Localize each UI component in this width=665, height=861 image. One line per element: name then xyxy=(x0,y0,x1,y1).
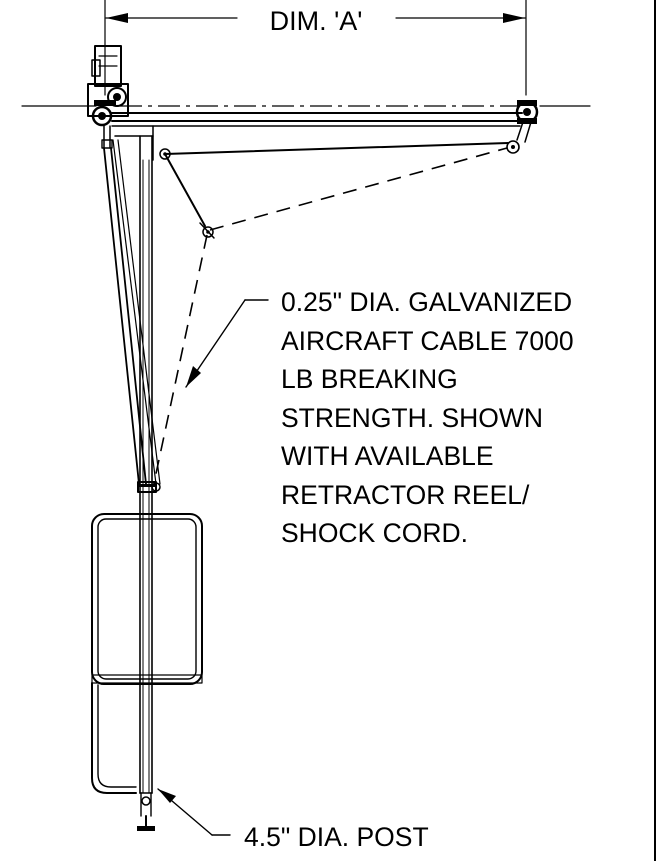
cable-callout-line-1: 0.25" DIA. GALVANIZED xyxy=(281,287,572,317)
cable-callout-leader xyxy=(185,299,269,388)
mast-bracket xyxy=(101,125,171,161)
cable-callout: 0.25" DIA. GALVANIZED AIRCRAFT CABLE 700… xyxy=(281,287,574,548)
post-callout: 4.5" DIA. POST xyxy=(244,822,429,852)
basket-cage xyxy=(91,513,203,794)
diagonal-brace xyxy=(103,139,161,485)
mast-post xyxy=(139,135,153,794)
end-trolley xyxy=(506,100,539,154)
dimension-arrow-right xyxy=(503,13,525,23)
cable-callout-line-4: STRENGTH. SHOWN xyxy=(281,403,543,433)
cable-callout-line-2: AIRCRAFT CABLE 7000 xyxy=(281,326,574,356)
boom-beam xyxy=(111,112,523,127)
cable-callout-line-3: LB BREAKING xyxy=(281,364,458,394)
motor-assembly xyxy=(87,45,129,127)
dimension-arrow-left xyxy=(106,13,128,23)
post-base xyxy=(137,792,155,831)
post-callout-leader xyxy=(157,788,231,836)
cable-callout-line-7: SHOCK CORD. xyxy=(281,518,468,548)
cable-callout-line-5: WITH AVAILABLE xyxy=(281,441,494,471)
mast-collar xyxy=(137,481,161,493)
dimension-label: DIM. 'A' xyxy=(270,6,363,36)
cable-system xyxy=(153,142,509,484)
cable-callout-line-6: RETRACTOR REEL/ xyxy=(281,480,530,510)
dimension-a: DIM. 'A' xyxy=(104,0,527,96)
